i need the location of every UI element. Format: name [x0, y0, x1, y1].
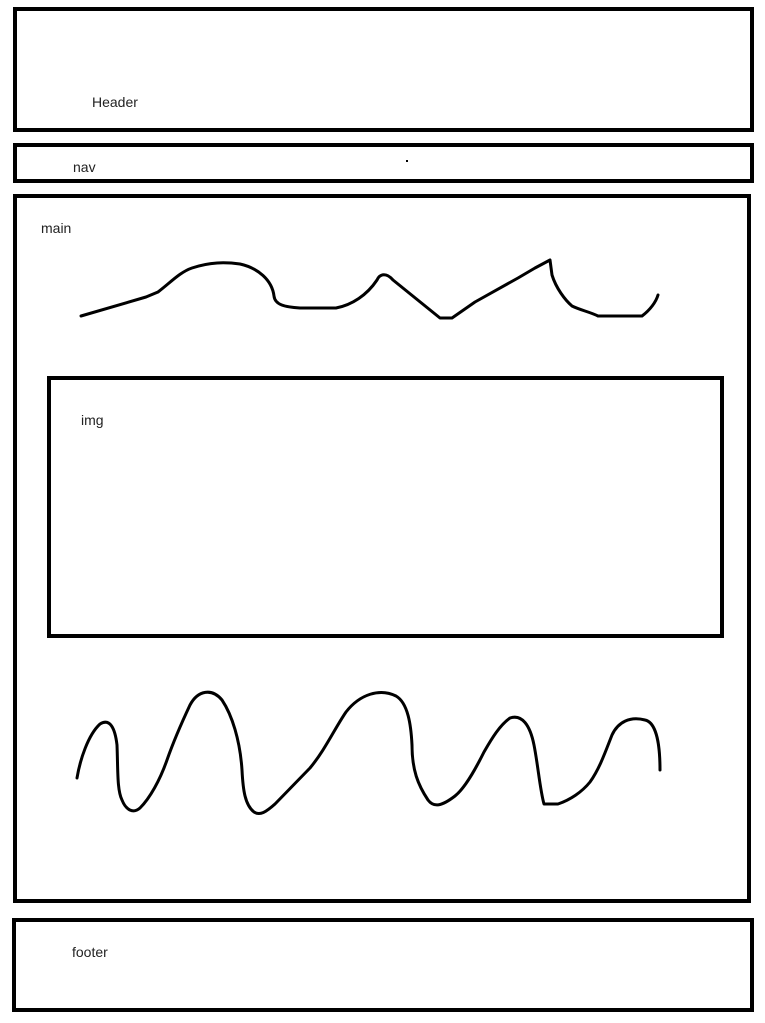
stray-dot	[406, 160, 408, 162]
img-box: img	[47, 376, 724, 638]
nav-box: nav	[13, 143, 754, 183]
header-box: Header	[13, 7, 754, 132]
footer-label: footer	[72, 944, 108, 960]
footer-box: footer	[12, 918, 754, 1012]
main-label: main	[41, 220, 72, 236]
header-label: Header	[92, 94, 138, 110]
nav-label: nav	[73, 159, 96, 175]
img-label: img	[81, 412, 104, 428]
